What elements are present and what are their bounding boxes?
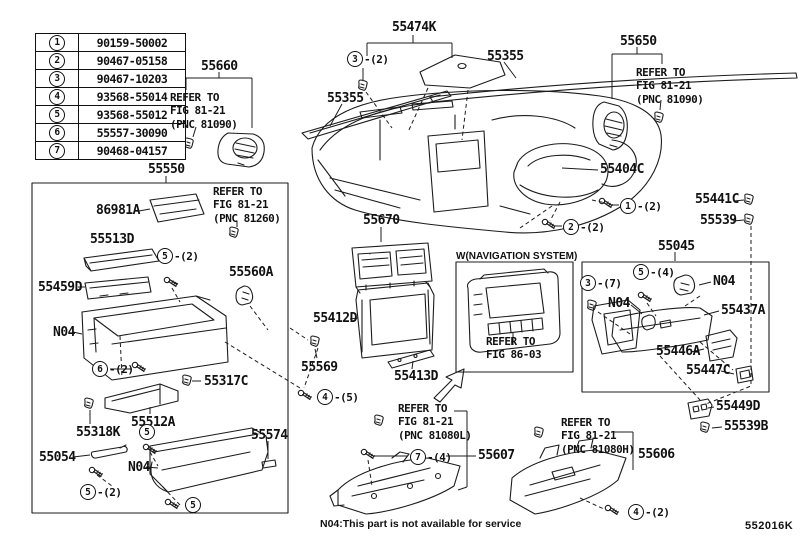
part-label-55513D: 55513D: [90, 232, 134, 247]
refer-note-81090-left: REFER TO FIG 81-21 (PNC 81090): [170, 91, 238, 131]
diagram-id: 552016K: [745, 520, 794, 532]
glove-box-frame: [32, 183, 288, 513]
part-label-55441C: 55441C: [695, 192, 739, 207]
part-label-55574: 55574: [251, 428, 288, 443]
part-label-55045: 55045: [658, 239, 695, 254]
service-availability-note: N04:This part is not available for servi…: [320, 518, 522, 530]
clip-55441C: [744, 193, 754, 205]
part-label-55474K: 55474K: [392, 20, 436, 35]
part-label-55054: 55054: [39, 450, 76, 465]
callout-1-cluster: 1-(2): [620, 198, 662, 214]
screw-callout2: [541, 218, 556, 230]
part-label-55317C: 55317C: [204, 374, 248, 389]
table-row: 2 90467-05158: [35, 51, 186, 70]
row-number-badge: 2: [49, 52, 65, 69]
instrument-panel-drawing: [312, 90, 661, 232]
table-row: 3 90467-10203: [35, 69, 186, 88]
cluster-hood-55404C-drawing: [514, 144, 608, 228]
part-number-cell: 90159-50002: [78, 33, 186, 52]
part-label-55670: 55670: [363, 213, 400, 228]
part-label-55660: 55660: [201, 59, 238, 74]
part-label-55446A: 55446A: [656, 344, 700, 359]
part-label-N04-right-lower: N04: [608, 296, 630, 311]
part-label-N04-glove: N04: [53, 325, 75, 340]
callout-5-door-bottom: 5: [185, 497, 202, 513]
row-number-badge: 3: [49, 70, 65, 87]
side-vent-55660-drawing: [184, 133, 265, 167]
part-label-55447C: 55447C: [686, 363, 730, 378]
callout-4-bottom: 4-(2): [628, 504, 670, 520]
row-number-badge: 6: [49, 124, 65, 141]
part-label-55355-right: 55355: [487, 49, 524, 64]
row-number-badge: 5: [49, 106, 65, 123]
refer-note-81260: REFER TO FIG 81-21 (PNC 81260): [213, 185, 281, 225]
callout-3-top: 3-(2): [347, 51, 389, 67]
trim-strip-55355-drawing: [302, 73, 797, 139]
refer-note-8603: REFER TO FIG 86-03: [486, 335, 542, 362]
part-label-55550: 55550: [148, 162, 185, 177]
part-label-N04-door: N04: [128, 460, 150, 475]
part-label-55404C: 55404C: [600, 162, 644, 177]
side-panel-frame: [582, 262, 769, 392]
part-label-55569: 55569: [301, 360, 338, 375]
clip-55539: [744, 213, 754, 225]
callout-4-center: 4-(5): [317, 389, 359, 405]
navigation-box-drawing: [434, 262, 573, 402]
part-number-cell: 90468-04157: [78, 141, 186, 160]
table-row: 1 90159-50002: [35, 33, 186, 52]
callout-5-right: 5-(4): [633, 264, 675, 280]
table-row: 7 90468-04157: [35, 141, 186, 160]
plate-55474-drawing: [358, 55, 505, 140]
refer-note-81080H: REFER TO FIG 81-21 (PNC 81080H): [561, 416, 635, 456]
part-label-55412D: 55412D: [313, 311, 357, 326]
part-label-55539: 55539: [700, 213, 737, 228]
part-label-55606: 55606: [638, 447, 675, 462]
center-vent-55670-drawing: [352, 243, 432, 293]
part-label-55459D: 55459D: [38, 280, 82, 295]
part-label-N04-right-upper: N04: [713, 274, 735, 289]
part-label-86981A: 86981A: [96, 203, 140, 218]
glove-box-parts-drawing: [82, 194, 300, 510]
callout-3-right: 3-(7): [580, 275, 622, 291]
callout-5-box: 5-(2): [157, 248, 199, 264]
clip-55569-drawing: [290, 328, 320, 401]
callout-5-door-left: 5-(2): [80, 484, 122, 500]
fastener-legend-table: 1 90159-50002 2 90467-05158 3 90467-10203 4…: [35, 33, 186, 160]
part-label-55318K: 55318K: [76, 425, 120, 440]
callout-2-cluster: 2-(2): [563, 219, 605, 235]
leader-lines: [73, 35, 744, 468]
callout-6-box: 6-(2): [92, 361, 134, 377]
part-label-55607: 55607: [478, 448, 515, 463]
part-label-55560A: 55560A: [229, 265, 273, 280]
part-label-55413D: 55413D: [394, 369, 438, 384]
callout-5-door-top: 5: [139, 424, 156, 440]
part-label-55539B: 55539B: [724, 419, 768, 434]
refer-note-81090-right: REFER TO FIG 81-21 (PNC 81090): [636, 66, 704, 106]
center-panel-55412D-drawing: [356, 254, 434, 358]
side-panel-parts-drawing: [587, 275, 753, 400]
row-number-badge: 4: [49, 88, 65, 105]
row-number-badge: 1: [49, 34, 65, 51]
refer-note-81080L: REFER TO FIG 81-21 (PNC 81080L): [398, 402, 472, 442]
part-label-55355-left: 55355: [327, 91, 364, 106]
under-cover-55607-drawing: [330, 411, 467, 514]
part-number-cell: 90467-10203: [78, 69, 186, 88]
row-number-badge: 7: [49, 142, 65, 159]
part-number-cell: 90467-05158: [78, 51, 186, 70]
part-label-55437A: 55437A: [721, 303, 765, 318]
strip-55413D-drawing: [388, 350, 434, 369]
part-label-55650: 55650: [620, 34, 657, 49]
under-cover-55606-drawing: [510, 426, 633, 516]
part-label-55449D: 55449D: [716, 399, 760, 414]
navigation-box-title: W(NAVIGATION SYSTEM): [456, 251, 578, 262]
callout-7-undercover: 7-(4): [410, 449, 452, 465]
side-vent-55650-drawing: [593, 102, 664, 150]
lower-right-clips-drawing: [688, 399, 712, 433]
